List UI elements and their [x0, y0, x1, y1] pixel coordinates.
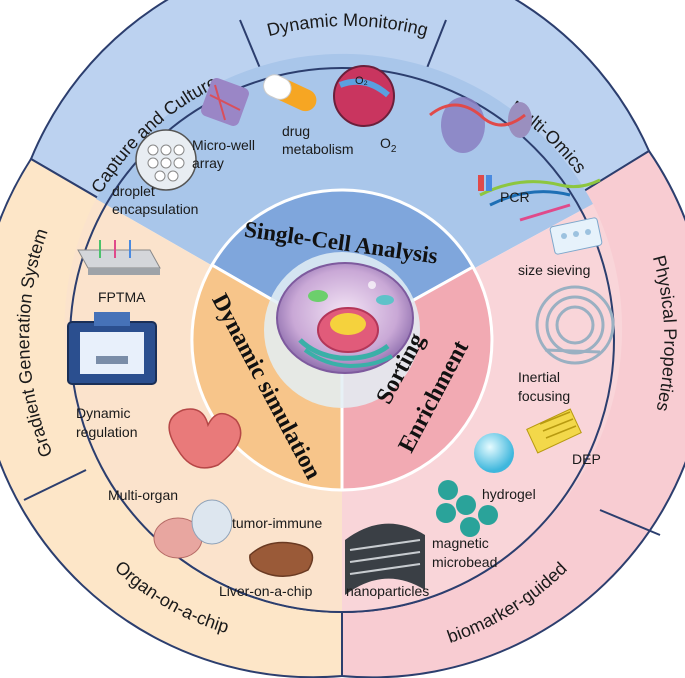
ring-divider: [239, 19, 263, 74]
liver-icon: [249, 541, 314, 577]
tumor-immune-icon: [153, 499, 233, 559]
hydrogel-icon: [474, 433, 514, 473]
ring-divider: [424, 19, 447, 74]
fptma-chip-icon: [77, 240, 161, 275]
dep-electrode-icon: [526, 408, 582, 454]
o2-sensor-icon: O₂: [333, 65, 395, 127]
ring-divider: [23, 469, 87, 501]
label-metabolism: metabolism: [282, 141, 354, 157]
label-array: array: [192, 155, 224, 171]
label-hydrogel: hydrogel: [482, 486, 536, 502]
label-nanoparticles: nanoparticles: [346, 583, 429, 599]
label-dynamic: Dynamic: [76, 405, 130, 421]
size-sieving-icon: [549, 217, 603, 255]
label-encapsulation: encapsulation: [112, 201, 198, 217]
dynamic-regulation-device-icon: [67, 312, 157, 385]
dna-sequencing-icon: [429, 97, 601, 222]
microwell-array-icon: [135, 129, 197, 191]
label-dep: DEP: [572, 451, 601, 467]
mitochondrion-icon: [308, 290, 328, 302]
label-tumor-immune: tumor-immune: [232, 515, 322, 531]
spiral-channel-icon: [535, 285, 615, 365]
label-droplet: droplet: [112, 183, 155, 199]
nanoparticles-icon: [345, 523, 425, 595]
ring-divider: [599, 509, 661, 536]
er-icon: [298, 338, 390, 361]
label-drug: drug: [282, 123, 310, 139]
nucleolus-icon: [330, 313, 366, 335]
label-fptma: FPTMA: [98, 289, 146, 305]
label-focusing: focusing: [518, 388, 570, 404]
label-microbead: microbead: [432, 554, 497, 570]
label-multi-organ: Multi-organ: [108, 487, 178, 503]
label-pcr: PCR: [500, 189, 530, 205]
cell-illustration: [264, 252, 420, 408]
label-liver: Liver-on-a-chip: [219, 583, 313, 599]
label-magnetic: magnetic: [432, 535, 489, 551]
magnetic-microbead-icon: [436, 480, 498, 537]
heart-organ-icon: [168, 408, 242, 469]
label-o2: O2: [380, 135, 397, 155]
label-size-sieving: size sieving: [518, 262, 590, 278]
label-regulation: regulation: [76, 424, 138, 440]
label-micro-well: Micro-well: [192, 137, 255, 153]
o2-bubble-label: O₂: [355, 75, 368, 87]
droplet-chip-icon: [201, 78, 249, 126]
label-inertial: Inertial: [518, 369, 560, 385]
drug-capsule-icon: [263, 74, 317, 112]
